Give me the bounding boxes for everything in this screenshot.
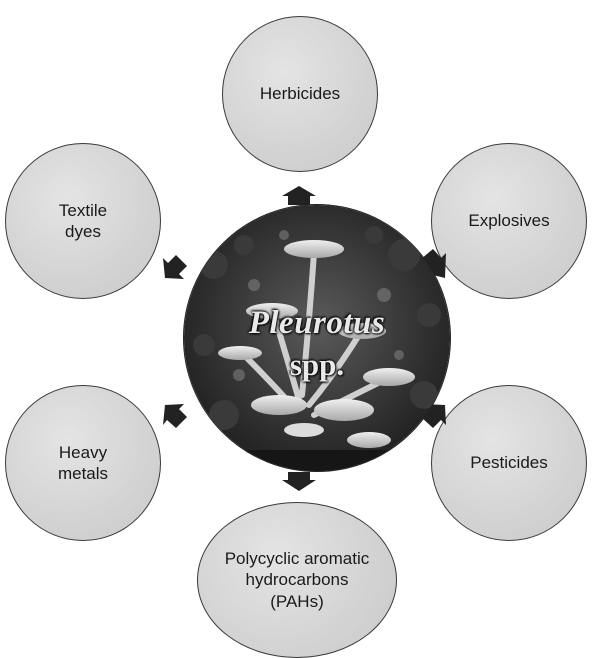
arrow-to-textile-dyes xyxy=(163,255,187,279)
arrow-to-herbicides xyxy=(282,186,316,205)
arrow-to-pahs xyxy=(282,472,316,491)
hub-pleurotus: Pleurotus spp. xyxy=(183,204,451,472)
hub-subtitle: spp. xyxy=(184,347,450,383)
arrow-to-heavy-metals xyxy=(163,404,187,428)
hub-title: Pleurotus xyxy=(184,305,450,342)
